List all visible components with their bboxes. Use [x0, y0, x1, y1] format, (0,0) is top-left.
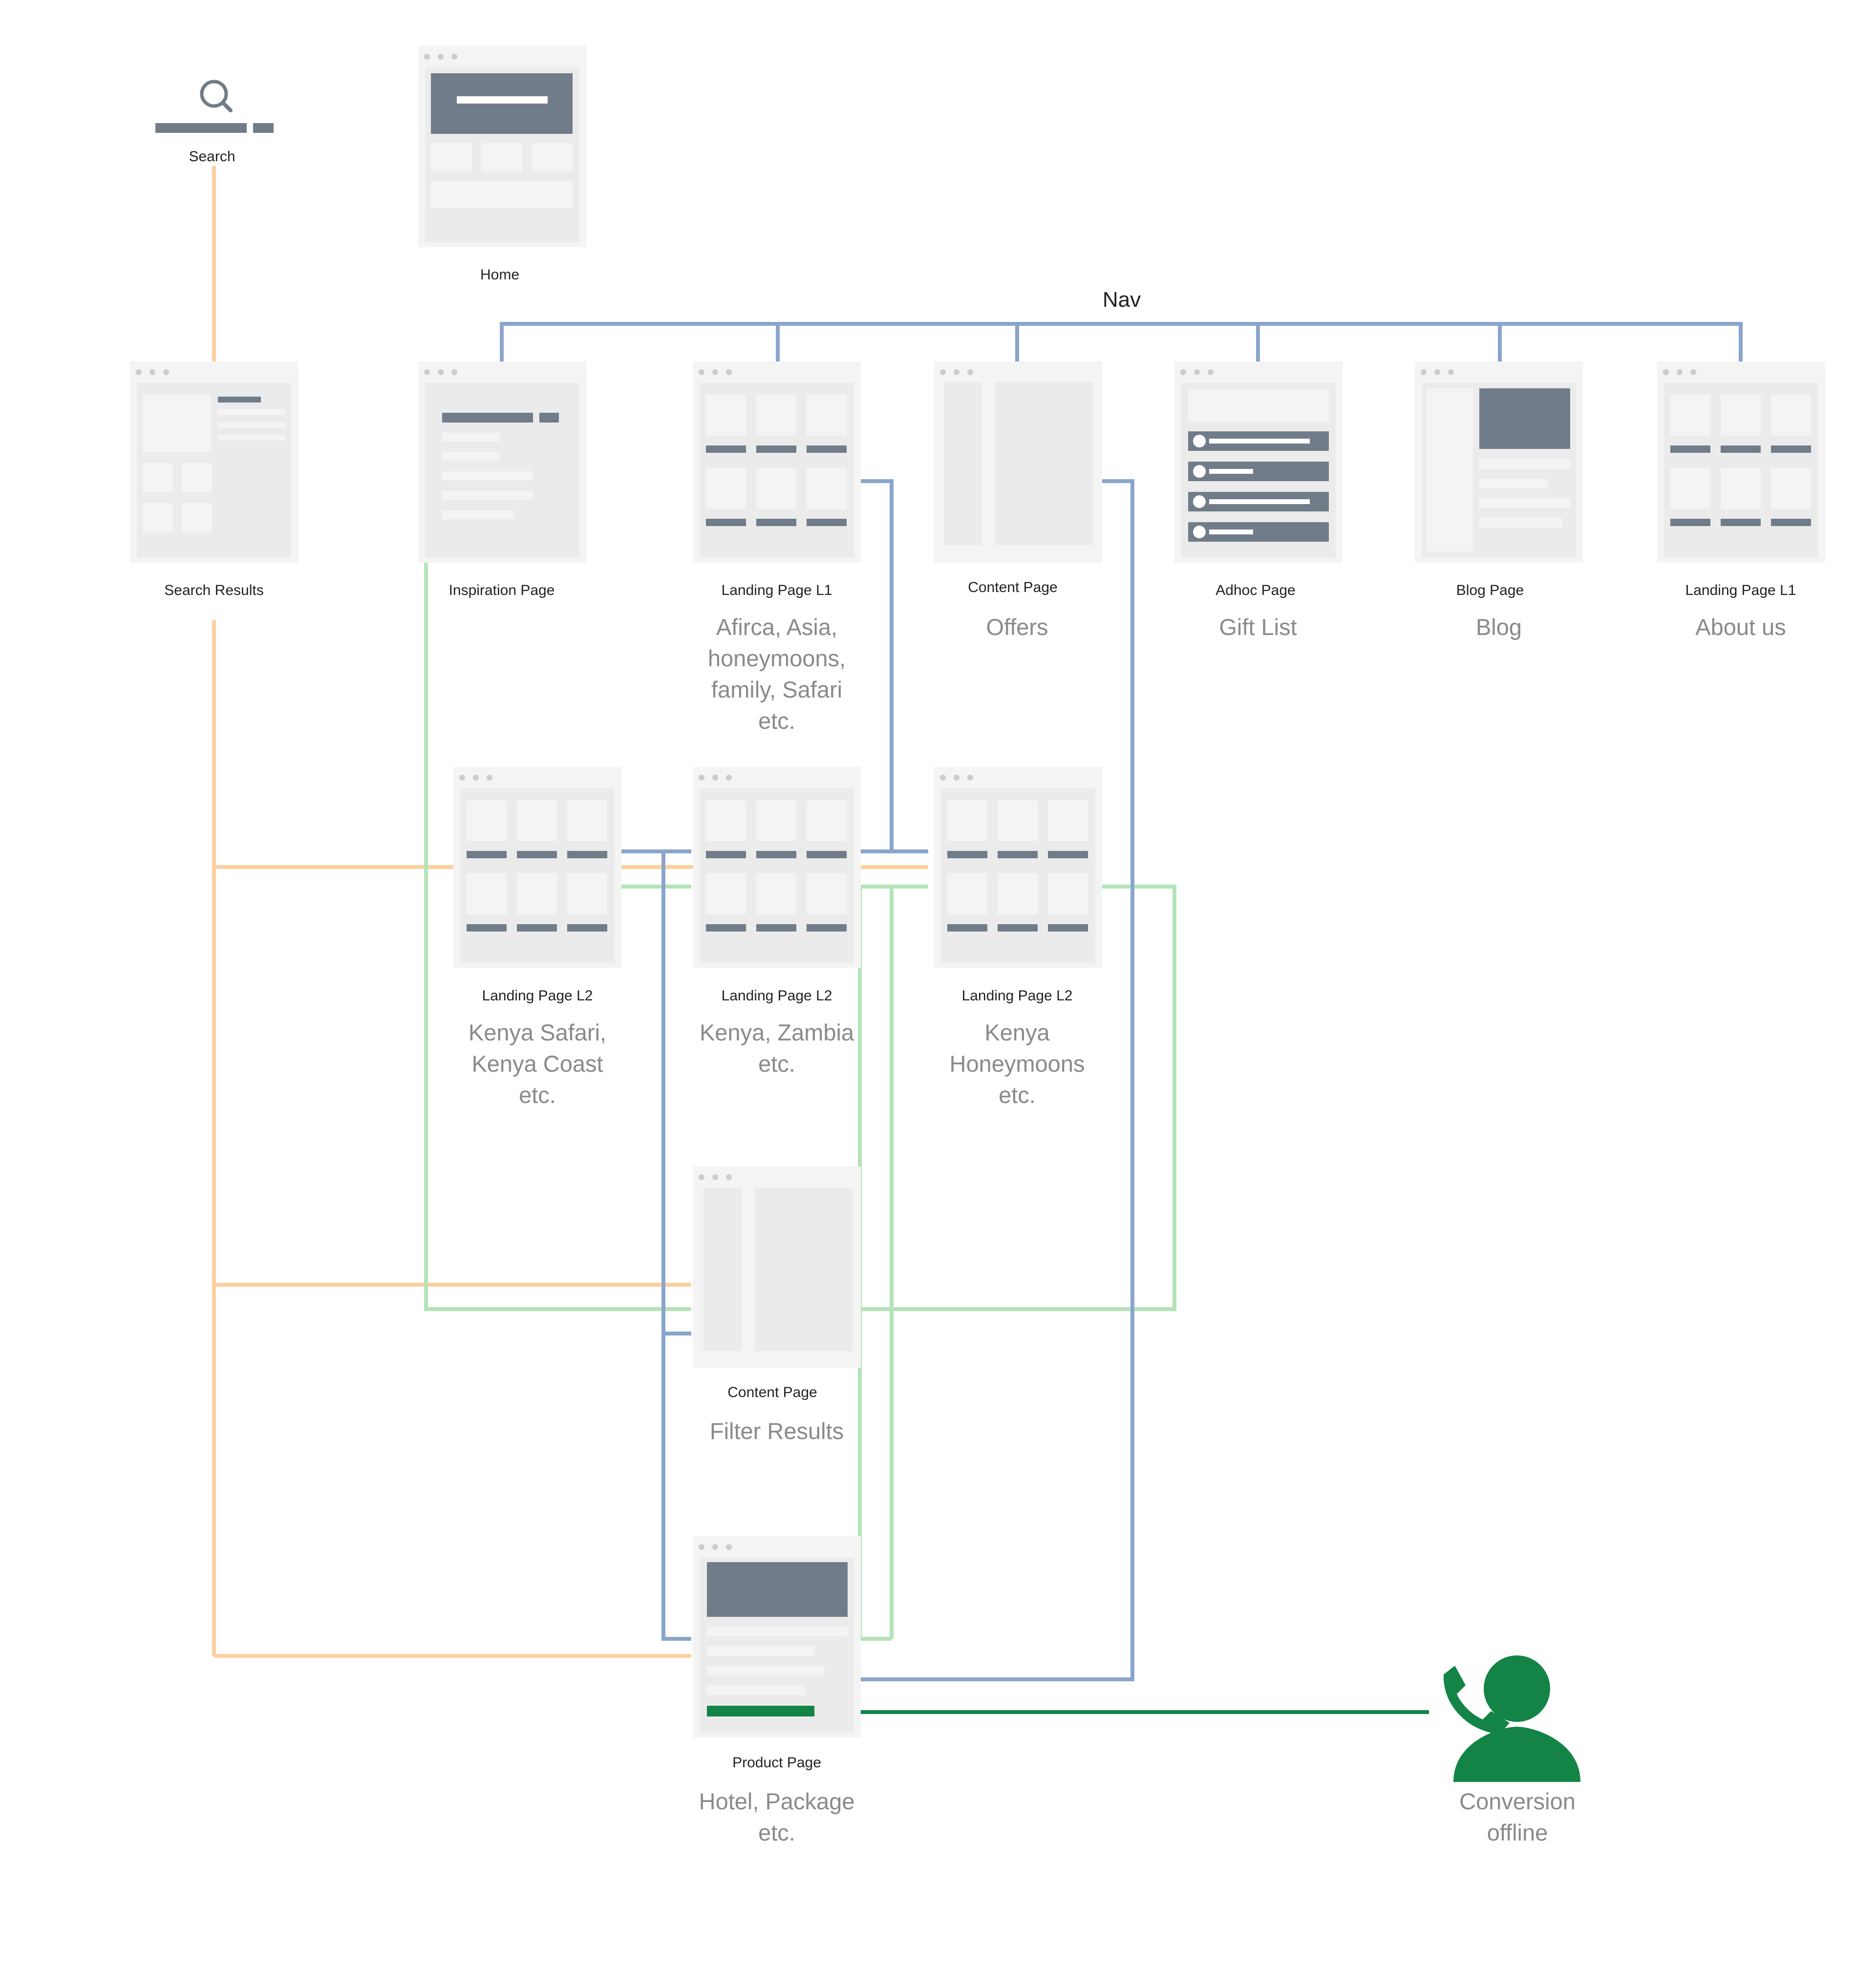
l2-kenya-zambia-wireframe[interactable]	[693, 767, 861, 968]
l2-kenya-honeymoons-line-1: Kenya	[984, 1019, 1050, 1045]
inspiration-label: Inspiration Page	[449, 582, 555, 598]
landing-l1-regions-line-4: etc.	[758, 708, 795, 734]
search-bar	[155, 123, 247, 133]
landing-l1-about-line-1: About us	[1695, 614, 1786, 640]
landing-l1-about-wireframe[interactable]	[1657, 361, 1825, 563]
content-filter-type: Content Page	[727, 1384, 817, 1400]
l2-kenya-safari-type: Landing Page L2	[482, 988, 593, 1004]
conversion-line-1: Conversion	[1459, 1788, 1576, 1814]
landing-l1-about-type: Landing Page L1	[1685, 582, 1796, 598]
landing-l1-regions-line-1: Afirca, Asia,	[716, 614, 837, 640]
search-widget[interactable]: Search	[155, 80, 274, 165]
landing-l1-regions-type: Landing Page L1	[722, 582, 832, 598]
search-results-label: Search Results	[164, 582, 263, 598]
l2-kenya-honeymoons-type: Landing Page L2	[962, 988, 1073, 1004]
home-label: Home	[480, 267, 519, 283]
adhoc-gift-line-1: Gift List	[1219, 614, 1297, 640]
search-path-lines	[212, 166, 928, 1658]
home-wireframe[interactable]	[418, 46, 586, 247]
l2-kenya-safari-wireframe[interactable]	[453, 767, 621, 968]
l2-kenya-honeymoons-line-3: etc.	[999, 1082, 1036, 1108]
search-label: Search	[189, 148, 235, 165]
blog-line-1: Blog	[1476, 614, 1522, 640]
content-filter-line-1: Filter Results	[710, 1418, 844, 1444]
landing-l1-regions-line-3: family, Safari	[711, 677, 842, 702]
nav-label: Nav	[1103, 288, 1141, 312]
l2-kenya-zambia-type: Landing Page L2	[722, 988, 832, 1004]
blog-type: Blog Page	[1456, 582, 1524, 598]
l2-kenya-safari-line-2: Kenya Coast	[471, 1051, 603, 1077]
search-results-wireframe[interactable]	[130, 361, 298, 563]
l2-kenya-honeymoons-line-2: Honeymoons	[950, 1051, 1085, 1077]
product-type: Product Page	[732, 1755, 821, 1771]
l2-kenya-zambia-line-1: Kenya, Zambia	[700, 1019, 854, 1045]
l2-kenya-zambia-line-2: etc.	[758, 1051, 795, 1077]
l2-kenya-honeymoons-wireframe[interactable]	[934, 767, 1102, 968]
l2-kenya-safari-line-3: etc.	[519, 1082, 556, 1108]
inspiration-wireframe[interactable]	[418, 361, 586, 563]
blog-wireframe[interactable]	[1415, 361, 1583, 563]
l2-kenya-safari-line-1: Kenya Safari,	[469, 1019, 606, 1045]
search-button	[253, 123, 274, 133]
content-filter-wireframe[interactable]	[693, 1166, 861, 1368]
adhoc-gift-wireframe[interactable]	[1174, 361, 1343, 563]
landing-l1-regions-line-2: honeymoons,	[708, 645, 846, 671]
nav-path-lines	[500, 322, 1743, 1681]
adhoc-gift-type: Adhoc Page	[1215, 582, 1295, 598]
landing-l1-regions-wireframe[interactable]	[693, 361, 861, 563]
product-line-2: etc.	[758, 1820, 795, 1845]
search-icon	[200, 80, 228, 108]
content-offers-line-1: Offers	[986, 614, 1048, 640]
product-wireframe[interactable]	[693, 1536, 861, 1737]
content-offers-wireframe[interactable]	[934, 361, 1102, 563]
product-line-1: Hotel, Package	[699, 1788, 855, 1814]
phone-person-icon	[1443, 1655, 1580, 1782]
conversion-line-2: offline	[1487, 1820, 1548, 1845]
content-offers-type: Content Page	[968, 579, 1057, 595]
